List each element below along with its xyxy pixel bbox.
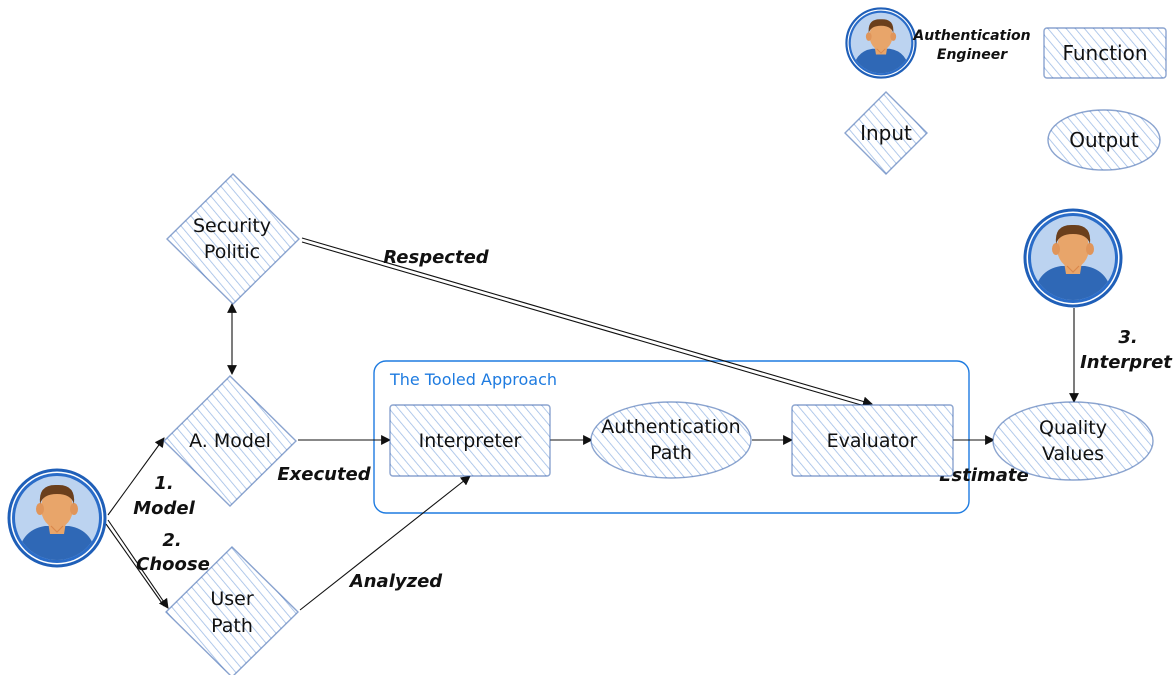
node-authentication-path-label-line1: Authentication xyxy=(601,416,740,438)
node-evaluator[interactable]: Evaluator xyxy=(791,404,954,477)
node-user-path-label-line2: Path xyxy=(211,615,253,637)
node-interpreter-label: Interpreter xyxy=(419,430,522,452)
edges xyxy=(105,237,1079,611)
legend-output-label: Output xyxy=(1069,128,1139,152)
node-a-model-label: A. Model xyxy=(189,430,271,452)
label-executed: Executed xyxy=(277,464,371,485)
edge-actor-model xyxy=(107,437,165,516)
actor-left[interactable] xyxy=(9,470,105,566)
actor-left-avatar-icon xyxy=(9,470,105,566)
node-security-politic[interactable]: Security Politic xyxy=(166,173,300,305)
node-security-politic-label-line1: Security xyxy=(193,215,271,237)
label-step3-text: Interpret xyxy=(1080,352,1173,373)
node-authentication-path-label-line2: Path xyxy=(650,442,692,464)
node-user-path-label-line1: User xyxy=(210,588,253,610)
legend: Authentication Engineer Function Input O… xyxy=(844,8,1167,175)
edge-labels: Respected Executed Analyzed Estimate 1. … xyxy=(133,247,1173,592)
actor-right[interactable] xyxy=(1025,210,1121,306)
node-security-politic-label-line2: Politic xyxy=(204,241,260,263)
actor-right-avatar-icon xyxy=(1025,210,1121,306)
legend-function-label: Function xyxy=(1062,41,1147,65)
node-quality-values-label-line2: Values xyxy=(1042,443,1104,465)
edge-politic-evaluator xyxy=(301,237,873,407)
label-step1-text: Model xyxy=(133,498,195,519)
label-step2-number: 2. xyxy=(162,530,181,551)
label-respected: Respected xyxy=(383,247,489,268)
edge-actor-userpath xyxy=(107,519,169,609)
tooled-approach-group: The Tooled Approach xyxy=(373,360,970,514)
label-step2-text: Choose xyxy=(136,554,210,575)
legend-actor-label-line1: Authentication xyxy=(912,28,1030,44)
actor-avatar-icon xyxy=(846,8,915,77)
node-user-path[interactable]: User Path xyxy=(165,546,299,675)
label-step1-number: 1. xyxy=(154,473,173,494)
node-evaluator-label: Evaluator xyxy=(827,430,918,452)
legend-output: Output xyxy=(1047,109,1161,171)
legend-actor: Authentication Engineer xyxy=(846,8,1031,77)
node-authentication-path[interactable]: Authentication Path xyxy=(590,401,752,479)
node-interpreter[interactable]: Interpreter xyxy=(389,404,551,477)
edge-actor-userpath-sketch xyxy=(105,523,165,607)
edge-userpath-interpreter xyxy=(299,475,471,611)
label-estimate: Estimate xyxy=(939,465,1029,486)
label-analyzed: Analyzed xyxy=(348,571,443,592)
group-title: The Tooled Approach xyxy=(389,370,557,389)
legend-input: Input xyxy=(844,91,928,175)
legend-actor-label-line2: Engineer xyxy=(937,47,1008,63)
node-a-model[interactable]: A. Model xyxy=(163,375,297,507)
label-step3-number: 3. xyxy=(1118,327,1137,348)
node-quality-values[interactable]: Quality Values xyxy=(992,401,1154,481)
node-quality-values-label-line1: Quality xyxy=(1039,417,1107,439)
edge-politic-evaluator-sketch xyxy=(301,241,869,408)
legend-input-label: Input xyxy=(860,121,912,145)
legend-function: Function xyxy=(1043,27,1167,79)
